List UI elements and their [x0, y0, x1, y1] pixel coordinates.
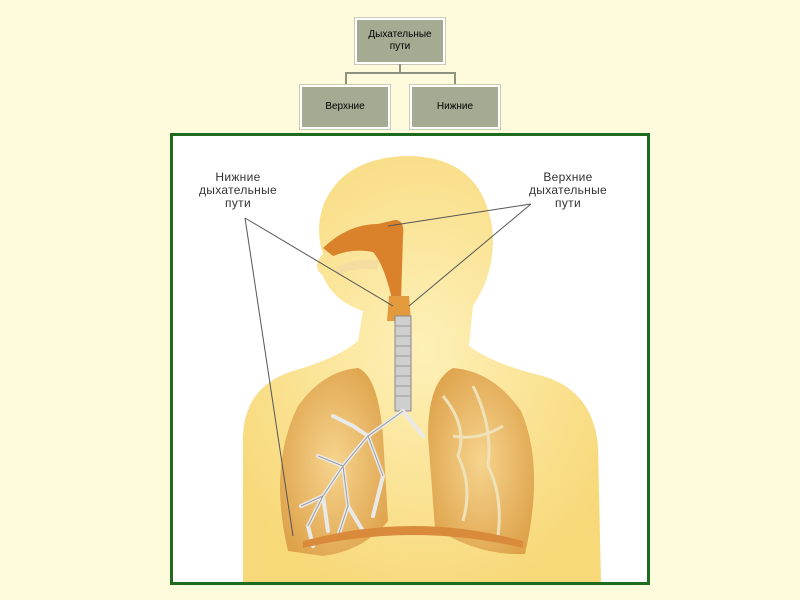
lower-airways-box: Нижние: [410, 85, 500, 129]
connector-left: [345, 72, 347, 85]
connector-right: [454, 72, 456, 85]
respiratory-tract-label: Дыхательные пути: [368, 29, 431, 53]
upper-airways-caption-text: Верхние дыхательные пути: [529, 170, 607, 210]
upper-airways-box: Верхние: [300, 85, 390, 129]
lower-airways-caption-text: Нижние дыхательные пути: [199, 170, 277, 210]
lower-airways-label: Нижние: [437, 101, 473, 113]
respiratory-tract-box: Дыхательные пути: [355, 18, 445, 64]
respiratory-system-illustration: Нижние дыхательные пути Верхние дыхатель…: [170, 133, 650, 585]
trachea: [395, 316, 411, 411]
upper-airways-caption: Верхние дыхательные пути: [508, 171, 628, 210]
connector-bar: [345, 72, 456, 74]
upper-airways-label: Верхние: [325, 101, 364, 113]
lower-airways-caption: Нижние дыхательные пути: [183, 171, 293, 210]
